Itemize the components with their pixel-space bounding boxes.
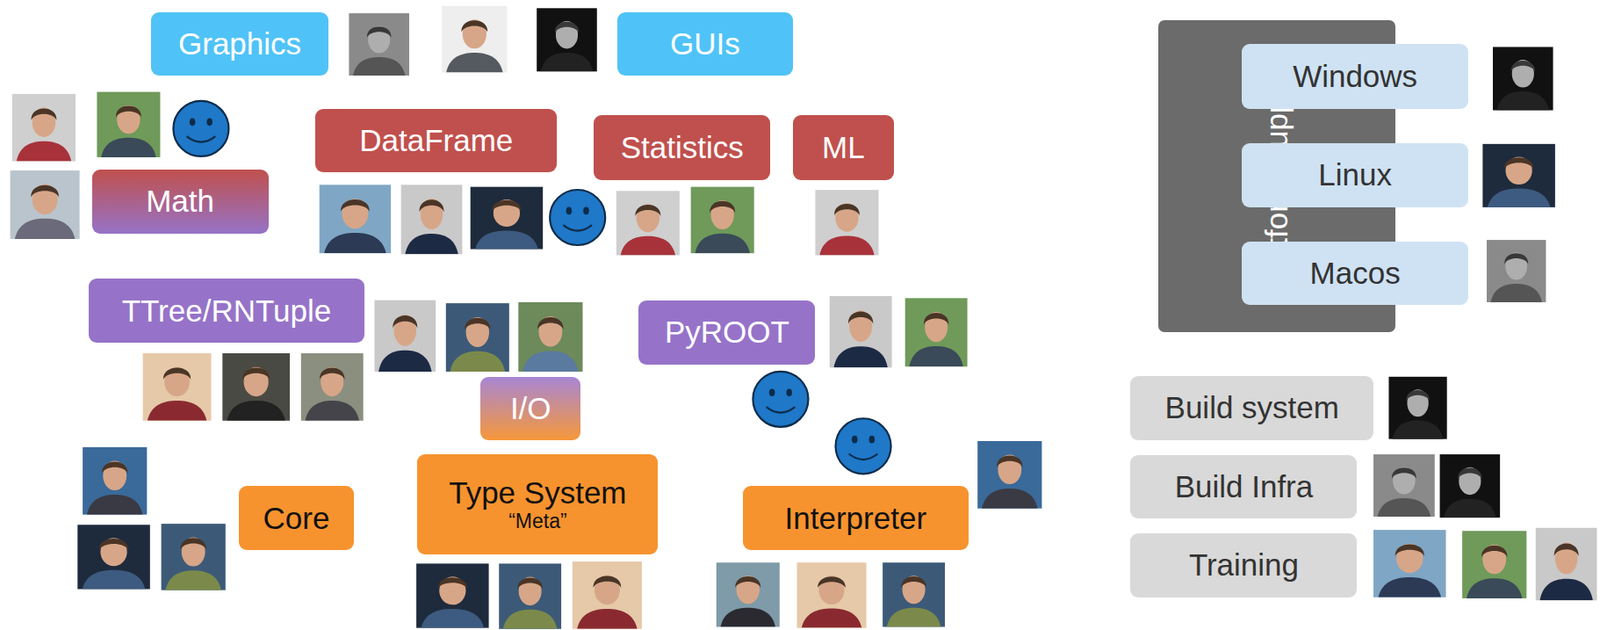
box-label: DataFrame — [359, 122, 513, 159]
portrait-photo — [1482, 144, 1556, 208]
infra-box: Build system — [1130, 375, 1374, 440]
portrait-photo — [143, 353, 212, 421]
box-label: Core — [263, 500, 331, 536]
portrait-photo — [12, 93, 76, 162]
portrait-photo — [536, 7, 598, 72]
portrait-photo — [82, 446, 147, 515]
topic-box: ML — [792, 115, 894, 180]
topic-box: DataFrame — [315, 108, 557, 173]
portrait-photo — [814, 189, 879, 255]
smiley-icon — [172, 100, 229, 157]
topic-box: GUIs — [617, 12, 793, 76]
topic-box: Type System“Meta” — [417, 454, 658, 555]
portrait-photo — [905, 297, 968, 367]
portrait-photo — [498, 562, 562, 628]
portrait-photo — [441, 6, 507, 73]
topic-box: Core — [238, 485, 354, 550]
smiley-icon — [836, 418, 892, 474]
portrait-photo — [401, 184, 463, 254]
box-label: Macos — [1310, 255, 1401, 291]
portrait-photo — [374, 300, 436, 372]
portrait-photo — [319, 184, 391, 253]
infra-box: Training — [1130, 533, 1357, 598]
topic-box: Statistics — [593, 115, 771, 180]
box-label: Interpreter — [785, 500, 927, 536]
portrait-photo — [301, 353, 364, 421]
topic-box: PyROOT — [638, 300, 815, 365]
portrait-photo — [1440, 454, 1501, 518]
box-label: Type System — [448, 475, 627, 511]
box-label: Windows — [1292, 58, 1418, 94]
box-label: Linux — [1318, 157, 1392, 193]
box-label: TTree/RNTuple — [122, 293, 332, 329]
portrait-photo — [1388, 376, 1447, 440]
portrait-photo — [691, 187, 755, 254]
box-label: I/O — [510, 390, 552, 426]
box-label: Build Infra — [1174, 468, 1314, 505]
portrait-photo — [1486, 239, 1546, 303]
portrait-group — [10, 6, 1598, 629]
smiley-icon — [752, 371, 808, 427]
topic-box: TTree/RNTuple — [88, 278, 365, 343]
box-label: Math — [145, 183, 215, 219]
portrait-photo — [348, 13, 410, 76]
portrait-photo — [797, 562, 867, 628]
portrait-photo — [10, 170, 80, 239]
portrait-photo — [1462, 530, 1527, 599]
smiley-icon — [549, 189, 606, 246]
portrait-photo — [1492, 46, 1554, 110]
box-subtitle: “Meta” — [508, 510, 567, 533]
portrait-photo — [572, 561, 642, 629]
platform-box: Windows — [1241, 43, 1469, 109]
portrait-photo — [829, 295, 893, 368]
portrait-photo — [616, 190, 680, 255]
platform-box: Linux — [1241, 143, 1469, 208]
portrait-photo — [716, 562, 780, 627]
portrait-photo — [161, 523, 226, 591]
portrait-photo — [77, 524, 151, 589]
platform-box: Macos — [1241, 241, 1469, 305]
topic-box: I/O — [480, 376, 581, 440]
portrait-photo — [222, 353, 290, 421]
topic-box: Math — [92, 169, 269, 234]
topic-box: Graphics — [151, 12, 329, 76]
box-label: Build system — [1165, 389, 1340, 426]
portrait-photo — [518, 302, 583, 372]
portrait-photo — [882, 562, 945, 627]
box-label: Statistics — [620, 129, 744, 166]
portrait-photo — [446, 302, 510, 372]
portrait-photo — [977, 440, 1042, 509]
box-label: PyROOT — [664, 314, 790, 350]
portrait-photo — [470, 187, 544, 250]
portrait-photo — [1373, 454, 1435, 517]
portrait-photo — [1535, 527, 1598, 601]
infra-box: Build Infra — [1130, 454, 1357, 519]
box-label: Training — [1189, 547, 1299, 583]
box-label: Graphics — [178, 26, 302, 62]
portrait-photo — [416, 562, 490, 628]
box-label: GUIs — [670, 26, 741, 62]
box-label: ML — [821, 129, 865, 166]
topic-box: Interpreter — [742, 485, 969, 550]
portrait-photo — [96, 92, 160, 158]
portrait-photo — [1373, 529, 1447, 598]
